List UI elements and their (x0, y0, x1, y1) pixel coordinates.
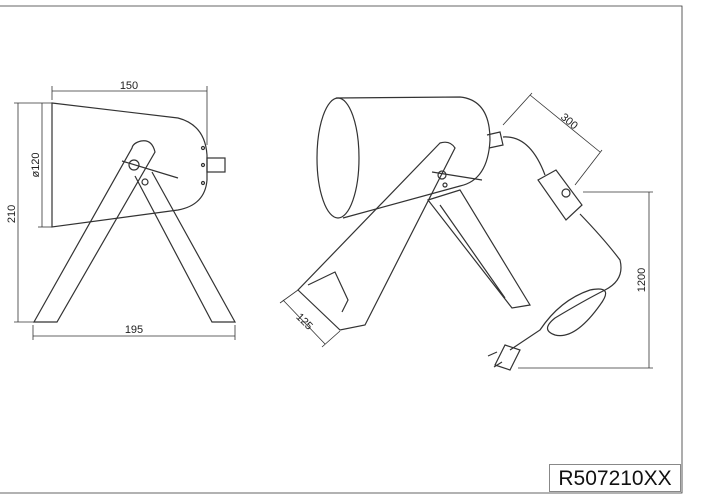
dim-195-label: 195 (125, 324, 143, 336)
dim-150-label: 150 (120, 80, 138, 92)
side-knob (206, 157, 226, 173)
shade-opening (316, 97, 360, 219)
side-shade (51, 102, 208, 228)
side-bolt (141, 178, 149, 186)
switch-button (561, 188, 571, 198)
dim-line-300 (529, 94, 601, 153)
dim-120-label: ø120 (30, 152, 42, 177)
dim-210-label: 210 (6, 205, 18, 223)
dim-line-125 (282, 299, 326, 345)
front-leg-inner (307, 271, 349, 313)
perspective-view: 300 1200 125 (279, 92, 653, 371)
bolt (442, 182, 448, 188)
side-screw (200, 145, 206, 151)
dim-ext (279, 289, 299, 304)
pivot (437, 170, 447, 180)
plug (487, 344, 521, 371)
side-pivot (128, 159, 140, 171)
coiled-cable (509, 213, 622, 351)
dim-1200-label: 1200 (636, 268, 648, 292)
side-screw (200, 162, 206, 168)
side-leg-left (32, 140, 156, 323)
dim-300-label: 300 (558, 111, 580, 132)
handle (431, 171, 483, 181)
dim-ext (321, 330, 341, 348)
dim-ext (574, 149, 603, 186)
side-view: 150 210 ø120 195 (6, 80, 237, 340)
side-handle (121, 160, 179, 179)
side-screw (200, 180, 206, 186)
side-leg-right (134, 171, 237, 323)
switch (537, 169, 583, 221)
dim-ext (502, 92, 533, 126)
product-code-label: R507210XX (549, 464, 681, 492)
drawing-frame (0, 5, 683, 494)
back-leg (426, 189, 531, 309)
shade-cap (486, 131, 504, 149)
shade-body (335, 96, 491, 219)
cable (502, 136, 546, 176)
front-leg (297, 141, 456, 331)
